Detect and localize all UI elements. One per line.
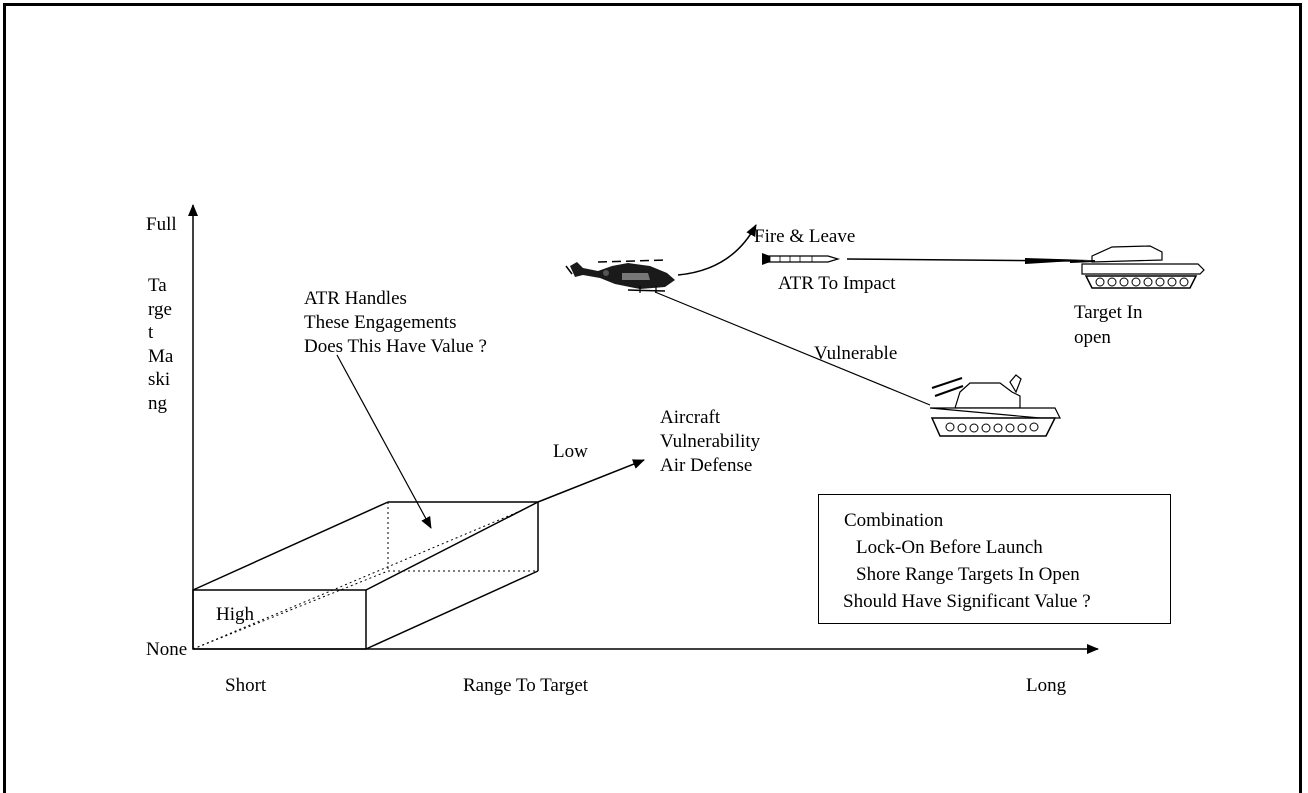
air-defense-vehicle-icon: [929, 374, 1061, 437]
y-axis-title: Ta rge t Ma ski ng: [148, 275, 174, 414]
combination-title: Combination: [844, 510, 944, 531]
z-axis: [537, 459, 645, 503]
high-label: High: [216, 604, 254, 625]
fire-trajectory-arrow: [677, 224, 757, 276]
missile-icon: [762, 253, 841, 265]
z-axis-low-label: Low: [553, 441, 588, 462]
combination-line-1: Lock-On Before Launch: [856, 537, 1043, 558]
helicopter-icon: [565, 259, 675, 293]
y-axis-top-label: Full: [146, 214, 177, 235]
atr-impact-label: ATR To Impact: [778, 273, 896, 294]
x-axis-long-label: Long: [1026, 675, 1067, 696]
engagement-box: [192, 501, 539, 650]
combination-line-2: Shore Range Targets In Open: [856, 564, 1080, 585]
fire-leave-label: Fire & Leave: [754, 226, 856, 247]
atr-note: ATR Handles These Engagements Does This …: [304, 288, 487, 357]
x-axis-short-label: Short: [225, 675, 267, 696]
tank-icon: [1069, 245, 1205, 289]
z-axis-title: Aircraft Vulnerability Air Defense: [660, 407, 761, 476]
x-axis-title: Range To Target: [463, 675, 589, 696]
combination-box: Combination Lock-On Before Launch Shore …: [818, 494, 1171, 624]
vulnerable-label: Vulnerable: [814, 343, 898, 364]
y-axis-bottom-label: None: [146, 639, 188, 660]
diagram-frame: [3, 3, 1302, 793]
combination-line-3: Should Have Significant Value ?: [843, 591, 1091, 612]
target-open-label: Target In open: [1074, 302, 1143, 348]
vulnerable-line: [654, 291, 931, 406]
atr-note-arrow: [336, 354, 432, 529]
